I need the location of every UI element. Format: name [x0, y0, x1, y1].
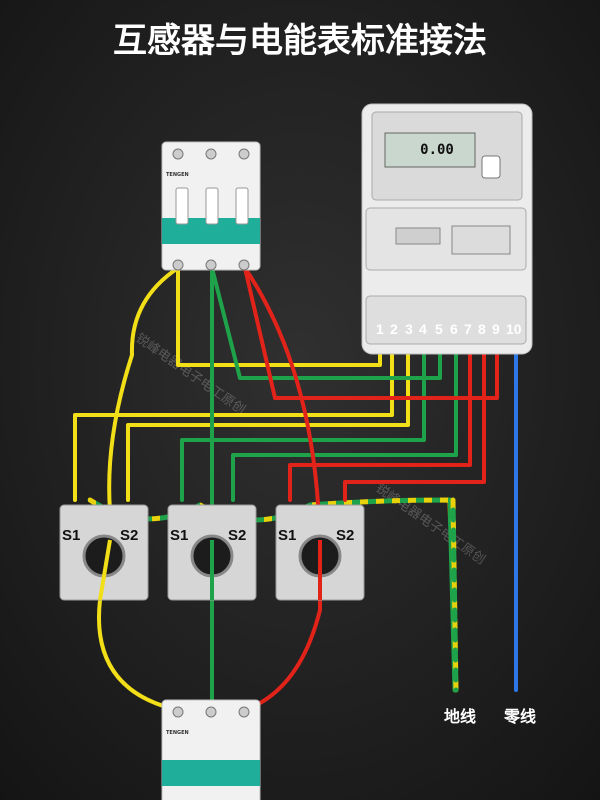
terminal-10: 10: [506, 321, 522, 337]
terminal-8: 8: [478, 321, 486, 337]
terminal-4: 4: [419, 321, 427, 337]
current-transformer-1: S1 S2: [59, 504, 149, 601]
ct-terminal-s2: S2: [228, 527, 246, 544]
phase-b-s1-wire: [180, 343, 426, 502]
terminal-7: 7: [464, 321, 472, 337]
ct-terminal-s1: S1: [62, 527, 80, 544]
phase-b-voltage-wire: [210, 266, 442, 380]
energy-meter: 0.00 1 2 3 4 5 6 7 8 9 10: [361, 103, 533, 355]
earth-wire-label: 地线: [444, 707, 476, 726]
ct-terminal-s2: S2: [336, 527, 354, 544]
phase-a-s2-wire: [126, 343, 410, 502]
phase-a-voltage-wire: [176, 266, 382, 367]
terminal-2: 2: [390, 321, 398, 337]
meter-reading: 0.00: [420, 142, 454, 158]
terminal-1: 1: [376, 321, 384, 337]
page-title: 互感器与电能表标准接法: [113, 21, 487, 61]
wires-through-ct: [98, 539, 322, 601]
phase-c-voltage-wire: [243, 266, 499, 400]
terminal-3: 3: [405, 321, 413, 337]
phase-c-s2-wire: [343, 343, 486, 502]
meter-button: [481, 155, 501, 179]
ct-terminal-s1: S1: [278, 527, 296, 544]
ct-terminal-s2: S2: [120, 527, 138, 544]
neutral-wire-label: 零线: [503, 707, 536, 726]
phase-c-s1-wire: [288, 343, 472, 502]
bottom-circuit-breaker: TENGEN: [161, 699, 261, 800]
wires: [73, 266, 518, 712]
earth-wire-stripe: [450, 497, 459, 693]
breaker-brand: TENGEN: [166, 172, 189, 178]
ct-terminal-s1: S1: [170, 527, 188, 544]
breaker-brand: TENGEN: [166, 730, 189, 736]
top-circuit-breaker: TENGEN: [161, 141, 261, 271]
terminal-5: 5: [435, 321, 443, 337]
terminal-6: 6: [450, 321, 458, 337]
terminal-9: 9: [492, 321, 500, 337]
phase-a-main-wire: [97, 266, 180, 712]
